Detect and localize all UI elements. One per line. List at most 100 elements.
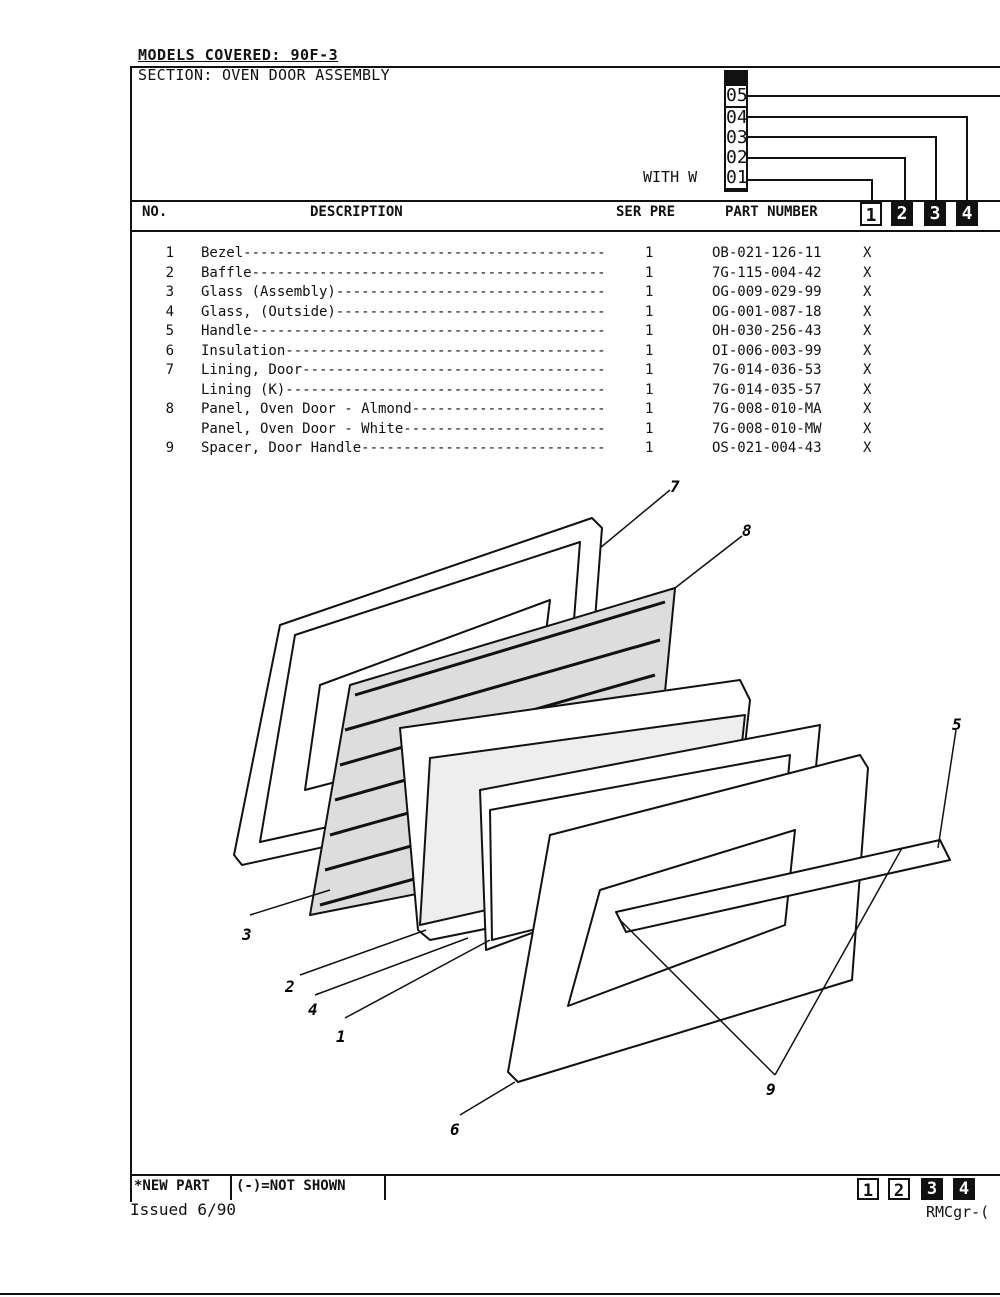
version-leader-lines <box>748 95 1000 202</box>
part-qty: 1 <box>645 401 654 417</box>
part-qty: 1 <box>645 342 654 359</box>
part-no: 5 <box>165 323 174 339</box>
footer-divider-1 <box>230 1174 232 1200</box>
part-model-mark: X <box>863 323 872 339</box>
footer-model-4: 4 <box>953 1178 975 1200</box>
column-header-band <box>130 200 1000 232</box>
part-description: Insulation------------------------------… <box>201 342 606 359</box>
part-qty: 1 <box>645 381 654 398</box>
issued-date: Issued 6/90 <box>130 1200 236 1219</box>
leader-6 <box>459 1081 516 1116</box>
part-description: Lining, Door----------------------------… <box>201 362 606 378</box>
part-model-mark: X <box>863 401 872 417</box>
part-model-mark: X <box>863 362 872 378</box>
col-model-2: 2 <box>891 202 913 226</box>
callout-5: 5 <box>952 715 962 734</box>
part-qty: 1 <box>645 440 654 456</box>
part-number: 7G-014-036-53 <box>712 362 822 378</box>
part-no: 3 <box>165 284 174 300</box>
part-model-mark: X <box>863 245 872 261</box>
callout-2: 2 <box>284 977 295 996</box>
version-02: 02 <box>726 147 748 168</box>
version-04: 04 <box>726 107 748 128</box>
col-description: DESCRIPTION <box>310 204 403 220</box>
version-03: 03 <box>726 127 748 148</box>
part-row: Lining (K)------------------------------… <box>130 381 990 401</box>
part-number: OB-021-126-11 <box>712 245 822 261</box>
models-covered: MODELS COVERED: 90F-3 <box>138 46 339 64</box>
callout-8: 8 <box>742 521 752 540</box>
part-qty: 1 <box>645 362 654 378</box>
callout-labels: 7 8 5 3 2 4 1 6 9 <box>241 477 962 1139</box>
part-no: 8 <box>165 401 174 417</box>
col-model-4: 4 <box>956 202 978 226</box>
footer-model-3: 3 <box>921 1178 943 1200</box>
part-description: Panel, Oven Door - White----------------… <box>201 420 606 437</box>
leader-9a <box>619 919 776 1076</box>
col-no: NO. <box>142 204 168 220</box>
part-description: Glass, (Outside)------------------------… <box>201 303 606 320</box>
footer-band <box>130 1174 1000 1202</box>
part-description: Baffle----------------------------------… <box>201 264 606 281</box>
col-ser-pre: SER PRE <box>616 204 676 220</box>
part-description: Spacer, Door Handle---------------------… <box>201 440 606 456</box>
col-model-3: 3 <box>924 202 946 226</box>
door-handle <box>615 839 951 933</box>
part-qty: 1 <box>645 245 654 261</box>
part-qty: 1 <box>645 264 654 281</box>
leader-4 <box>314 937 469 996</box>
part-model-mark: X <box>863 264 872 281</box>
leader-3 <box>249 889 331 916</box>
leader-8 <box>674 535 743 589</box>
with-w-label: WITH W <box>643 168 698 186</box>
page-reference: RMCgr-( <box>926 1203 990 1221</box>
footer-model-1: 1 <box>857 1178 879 1201</box>
part-row: 8 Panel, Oven Door - Almond--------------… <box>130 400 990 420</box>
part-no: 2 <box>165 264 174 281</box>
part-model-mark: X <box>863 440 872 456</box>
exploded-diagram: 7 8 5 3 2 4 1 6 9 <box>233 477 962 1139</box>
part-description: Panel, Oven Door - Almond---------------… <box>201 401 606 417</box>
legend-new-part: *NEW PART <box>134 1178 210 1194</box>
version-01: 01 <box>726 167 748 188</box>
part-row: Panel, Oven Door - White----------------… <box>130 420 990 440</box>
part-row: 2 Baffle---------------------------------… <box>130 264 990 284</box>
part-number: 7G-014-035-57 <box>712 381 822 398</box>
part-number: 7G-008-010-MW <box>712 420 822 437</box>
callout-3: 3 <box>241 925 252 944</box>
part-no: 6 <box>165 342 174 359</box>
part-description: Lining (K)------------------------------… <box>201 381 606 398</box>
leader-7 <box>599 489 671 549</box>
part-description: Glass (Assembly)------------------------… <box>201 284 606 300</box>
footer-divider-2 <box>384 1174 386 1200</box>
callout-4: 4 <box>308 1000 318 1019</box>
page-frame <box>130 66 1000 1202</box>
part-row: 3 Glass (Assembly)-----------------------… <box>130 283 990 303</box>
part-no: 7 <box>165 362 174 378</box>
bottom-rule <box>0 1293 1000 1295</box>
part-row: 4 Glass, (Outside)-----------------------… <box>130 303 990 323</box>
part-description: Handle----------------------------------… <box>201 323 606 339</box>
part-row: 5 Handle---------------------------------… <box>130 322 990 342</box>
version-05: 05 <box>726 85 748 106</box>
part-number: OG-009-029-99 <box>712 284 822 300</box>
legend-not-shown: (-)=NOT SHOWN <box>236 1178 346 1194</box>
leader-2 <box>299 929 427 976</box>
part-number: OS-021-004-43 <box>712 440 822 456</box>
part-number: 7G-008-010-MA <box>712 401 822 417</box>
part-qty: 1 <box>645 420 654 437</box>
part-number: 7G-115-004-42 <box>712 264 822 281</box>
callout-1: 1 <box>336 1027 346 1046</box>
part-row: 6 Insulation-----------------------------… <box>130 342 990 362</box>
part-qty: 1 <box>645 284 654 300</box>
part-no: 1 <box>165 245 174 261</box>
part-number: OH-030-256-43 <box>712 323 822 339</box>
outer-panel-window <box>567 829 796 1007</box>
part-model-mark: X <box>863 342 872 359</box>
part-no: 4 <box>165 303 174 320</box>
part-model-mark: X <box>863 303 872 320</box>
callout-9: 9 <box>766 1080 776 1099</box>
callout-6: 6 <box>450 1120 460 1139</box>
section-title: SECTION: OVEN DOOR ASSEMBLY <box>138 66 390 84</box>
part-description: Bezel-----------------------------------… <box>201 245 606 261</box>
